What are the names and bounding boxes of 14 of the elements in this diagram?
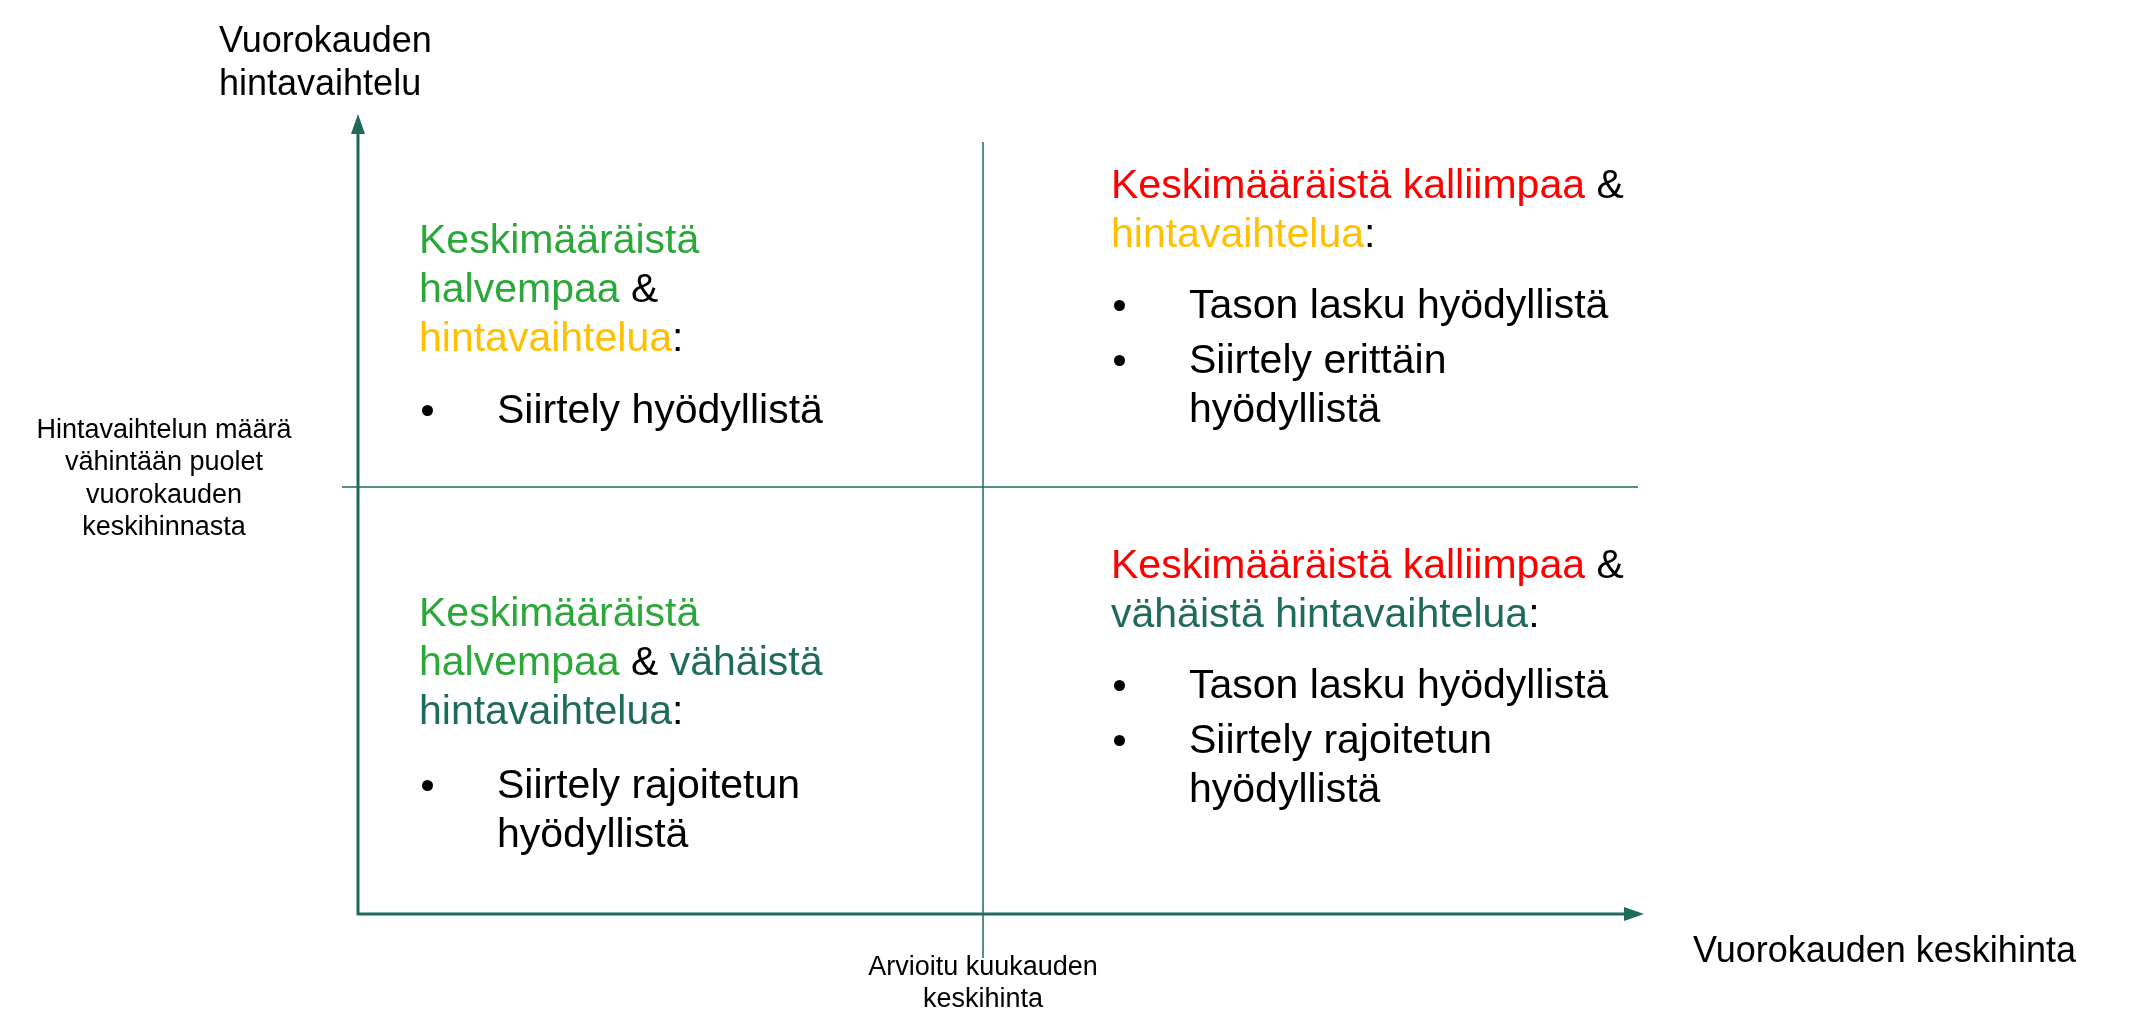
bullet-text: Tason lasku hyödyllistä [1189,660,1610,709]
axis-title: Vuorokauden keskihinta [1693,928,2077,972]
quadrant-heading: Keskimääräistä kalliimpaa & vähäistä hintavaihtelua: [1111,540,1625,639]
quadrant-heading: Keskimääräistä kalliimpaa & hintavaihtelua: [1111,160,1625,259]
threshold-label: Hintavaihtelun määrä vähintään puolet vuorokauden keskihinnasta [35,413,293,543]
axis-title: Vuorokauden hintavaihtelu [219,18,433,105]
quadrant-heading: Keskimääräistä halvempaa & vähäistä hintavaihtelua: [419,588,824,736]
bullet-text: Siirtely erittäin hyödyllistä [1189,335,1448,434]
bullet-text: Tason lasku hyödyllistä [1189,280,1610,329]
bullet-text: Siirtely rajoitetun hyödyllistä [1189,715,1494,814]
threshold-label: Arvioitu kuukauden keskihinta [867,950,1099,1015]
bullet-text: Siirtely rajoitetun hyödyllistä [497,760,802,859]
quadrant-heading: Keskimääräistä halvempaa & hintavaihtelua: [419,215,701,363]
bullet-text: Siirtely hyödyllistä [497,385,824,434]
